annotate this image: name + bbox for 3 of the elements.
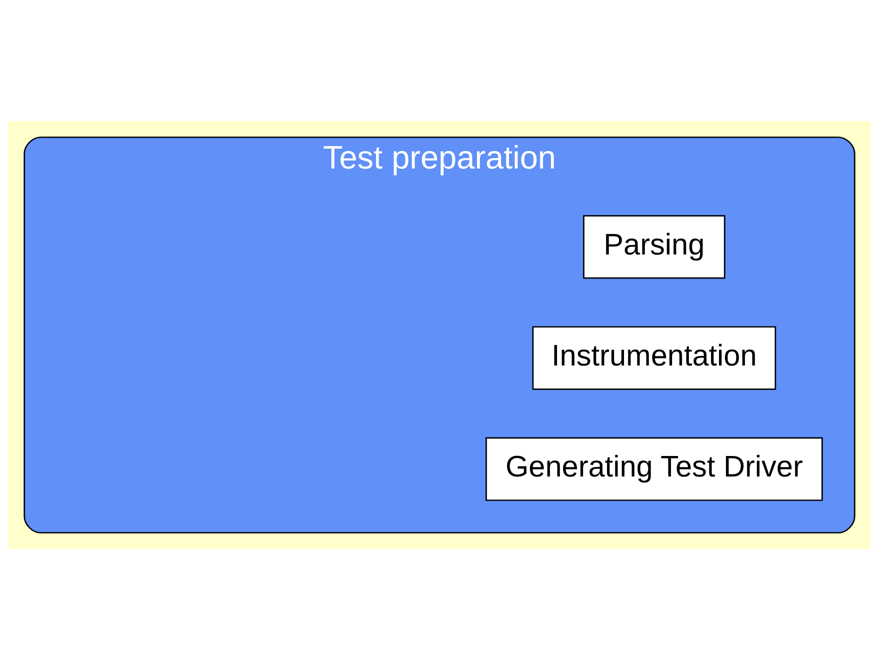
- node-box: Parsing: [583, 214, 726, 278]
- node-box: Generating Test Driver: [486, 436, 823, 500]
- node-box: Instrumentation: [532, 326, 776, 390]
